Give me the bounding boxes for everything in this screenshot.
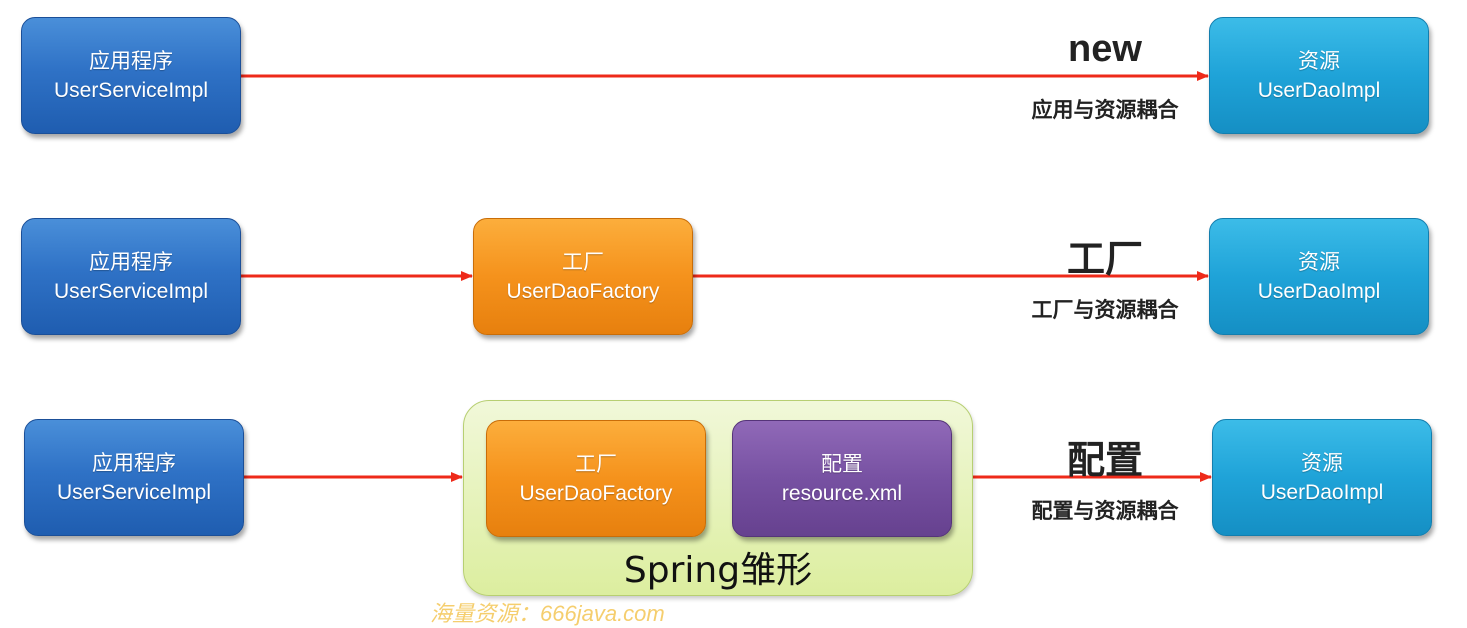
resource-title: 资源 bbox=[1298, 250, 1340, 274]
factory-class: UserDaoFactory bbox=[506, 279, 660, 303]
resource-box-row1: 资源 UserDaoImpl bbox=[1209, 17, 1429, 134]
factory-box-row3: 工厂 UserDaoFactory bbox=[486, 420, 706, 537]
watermark: 海量资源：666java.com bbox=[430, 601, 665, 626]
app-box-row3: 应用程序 UserServiceImpl bbox=[24, 419, 244, 536]
spring-label: Spring雏形 bbox=[623, 550, 813, 591]
resource-class: UserDaoImpl bbox=[1260, 480, 1384, 504]
app-title: 应用程序 bbox=[92, 451, 176, 475]
app-title: 应用程序 bbox=[89, 250, 173, 274]
edge-caption-row2: 工厂与资源耦合 bbox=[1031, 299, 1179, 322]
config-file: resource.xml bbox=[781, 481, 903, 505]
edge-caption-row3: 配置与资源耦合 bbox=[1031, 500, 1179, 523]
app-box-row1: 应用程序 UserServiceImpl bbox=[21, 17, 241, 134]
edge-caption-row1: 应用与资源耦合 bbox=[1031, 99, 1179, 122]
edge-title-row3: 配置 bbox=[1066, 440, 1143, 482]
app-class: UserServiceImpl bbox=[53, 78, 209, 102]
resource-title: 资源 bbox=[1301, 451, 1343, 475]
factory-title: 工厂 bbox=[562, 250, 604, 274]
resource-title: 资源 bbox=[1298, 49, 1340, 73]
app-title: 应用程序 bbox=[89, 49, 173, 73]
config-box-row3: 配置 resource.xml bbox=[732, 420, 952, 537]
resource-box-row3: 资源 UserDaoImpl bbox=[1212, 419, 1432, 536]
resource-class: UserDaoImpl bbox=[1257, 78, 1381, 102]
resource-class: UserDaoImpl bbox=[1257, 279, 1381, 303]
resource-box-row2: 资源 UserDaoImpl bbox=[1209, 218, 1429, 335]
app-class: UserServiceImpl bbox=[56, 480, 212, 504]
app-class: UserServiceImpl bbox=[53, 279, 209, 303]
edge-title-row1: new bbox=[1068, 28, 1142, 70]
factory-title: 工厂 bbox=[575, 452, 617, 476]
spring-container: 工厂 UserDaoFactory 配置 resource.xml Spring… bbox=[463, 400, 973, 596]
diagram-canvas: 应用程序 UserServiceImpl new 应用与资源耦合 资源 User… bbox=[21, 17, 1432, 626]
edge-title-row2: 工厂 bbox=[1066, 239, 1143, 281]
factory-class: UserDaoFactory bbox=[519, 481, 673, 505]
factory-box-row2: 工厂 UserDaoFactory bbox=[473, 218, 693, 335]
config-title: 配置 bbox=[821, 452, 863, 476]
app-box-row2: 应用程序 UserServiceImpl bbox=[21, 218, 241, 335]
